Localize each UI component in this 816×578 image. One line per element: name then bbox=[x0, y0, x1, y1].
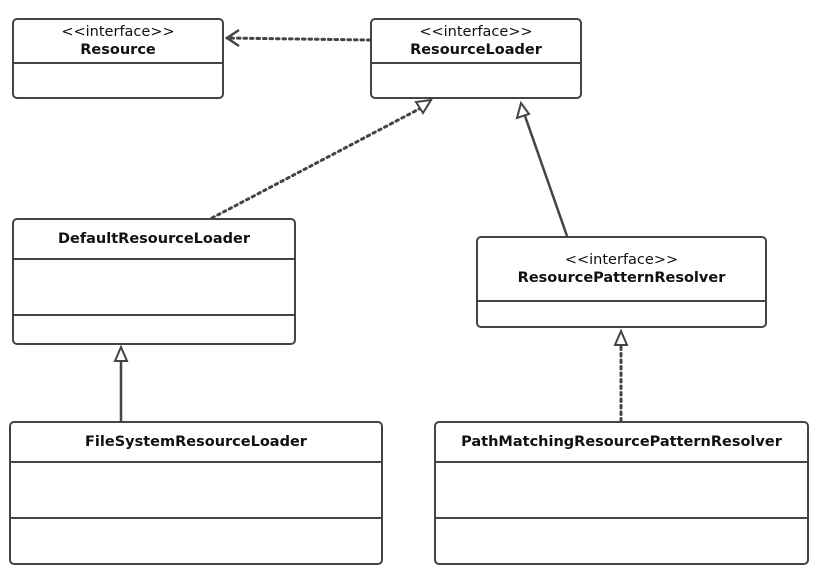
class-resource-pattern-resolver: <<interface>> ResourcePatternResolver bbox=[476, 236, 767, 328]
class-name: ResourcePatternResolver bbox=[517, 269, 726, 286]
class-path-matching-resource-pattern-resolver: PathMatchingResourcePatternResolver bbox=[434, 421, 809, 565]
stereotype-label: <<interface>> bbox=[564, 251, 679, 268]
attributes-section bbox=[436, 463, 807, 519]
class-name: PathMatchingResourcePatternResolver bbox=[461, 434, 782, 450]
class-header: <<interface>> ResourcePatternResolver bbox=[478, 238, 765, 302]
realization-defaultresourceloader-to-resourceloader bbox=[210, 98, 433, 220]
dependency-resourceloader-to-resource bbox=[225, 28, 372, 48]
realization-pathmatching-to-resourcepatternresolver bbox=[613, 328, 629, 423]
class-default-resource-loader: DefaultResourceLoader bbox=[12, 218, 296, 345]
generalization-resourcepatternresolver-to-resourceloader bbox=[515, 100, 569, 237]
class-name: FileSystemResourceLoader bbox=[85, 434, 307, 450]
stereotype-label: <<interface>> bbox=[419, 23, 533, 40]
class-header: PathMatchingResourcePatternResolver bbox=[436, 423, 807, 463]
class-resource: <<interface>> Resource bbox=[12, 18, 224, 99]
generalization-filesystemresourceloader-to-defaultresourceloader bbox=[113, 344, 129, 421]
class-name: Resource bbox=[80, 41, 156, 58]
attributes-section bbox=[14, 260, 294, 316]
class-header: DefaultResourceLoader bbox=[14, 220, 294, 260]
class-name: DefaultResourceLoader bbox=[57, 231, 251, 247]
class-resource-loader: <<interface>> ResourceLoader bbox=[370, 18, 582, 99]
stereotype-label: <<interface>> bbox=[61, 23, 175, 40]
class-header: FileSystemResourceLoader bbox=[11, 423, 381, 463]
class-header: <<interface>> ResourceLoader bbox=[372, 20, 580, 64]
attributes-section bbox=[11, 463, 381, 519]
class-name: ResourceLoader bbox=[410, 41, 542, 58]
class-file-system-resource-loader: FileSystemResourceLoader bbox=[9, 421, 383, 565]
class-header: <<interface>> Resource bbox=[14, 20, 222, 64]
